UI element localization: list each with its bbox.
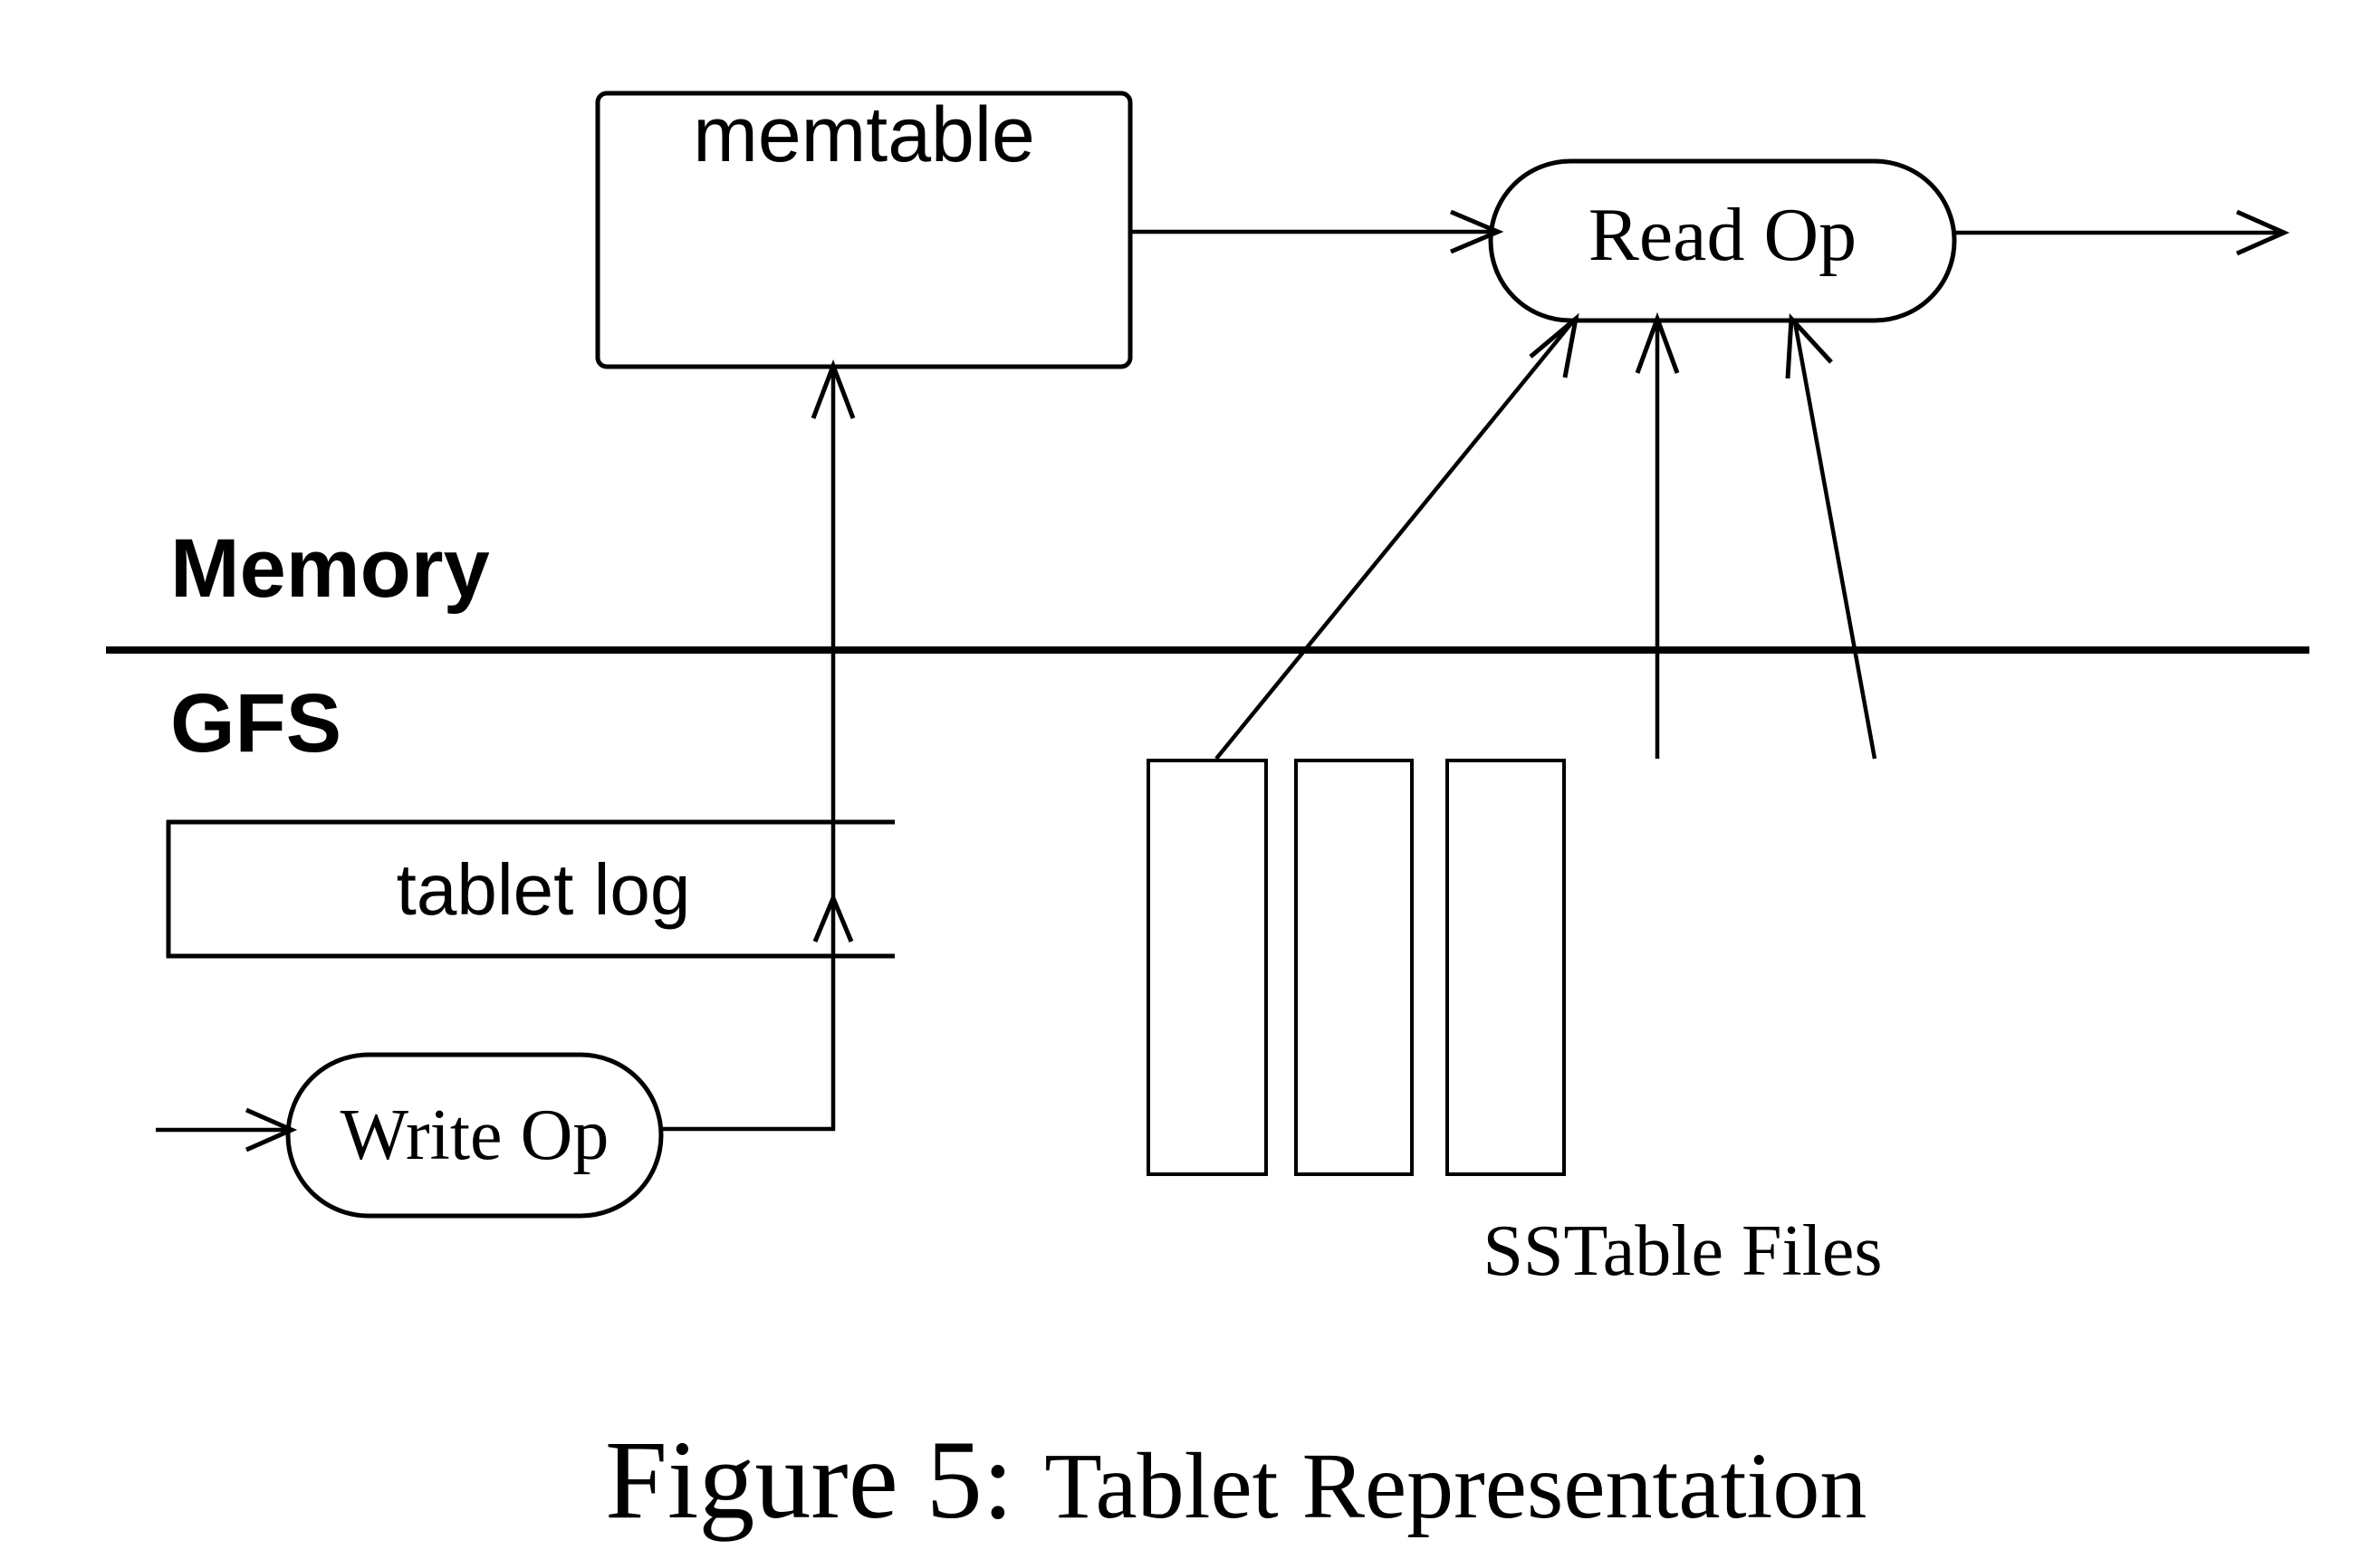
figure-caption-title: Tablet Representation: [1044, 1434, 1867, 1538]
sstable-file-box-3: [1445, 759, 1566, 1176]
figure-caption: Figure 5: Tablet Representation: [605, 1418, 1867, 1542]
write-op-input-arrowhead: [245, 1107, 298, 1153]
memtable-to-read-op-arrowhead: [1450, 209, 1504, 254]
sstable-3-to-read-op-arrowhead: [1785, 312, 1833, 379]
sstable-files-caption: SSTable Files: [1483, 1211, 1882, 1291]
write-op-to-memtable-line: [661, 369, 836, 1132]
read-op-output-arrowhead: [2235, 209, 2290, 256]
sstable-file-box-1: [1147, 759, 1268, 1176]
sstable-2-to-read-op-arrowhead: [1635, 311, 1680, 374]
sstable-3-to-read-op-line: [1792, 321, 1877, 760]
sstable-file-box-2: [1294, 759, 1414, 1176]
memory-region-label: Memory: [170, 522, 490, 615]
gfs-region-label: GFS: [170, 677, 341, 770]
write-op-to-memtable-arrowhead: [811, 359, 856, 419]
write-op-shape: [285, 1052, 664, 1219]
memtable-label: memtable: [693, 91, 1035, 178]
read-op-shape: [1488, 158, 1957, 323]
sstable-1-to-read-op-arrowhead: [1529, 312, 1579, 378]
write-op-label: Write Op: [341, 1095, 609, 1175]
tablet-log-label: tablet log: [397, 849, 691, 930]
write-op-to-tablet-log-arrowhead: [812, 892, 854, 942]
figure-caption-number: Figure 5:: [605, 1418, 1013, 1542]
read-op-label: Read Op: [1588, 193, 1857, 277]
sstable-1-to-read-op-line: [1214, 320, 1574, 760]
